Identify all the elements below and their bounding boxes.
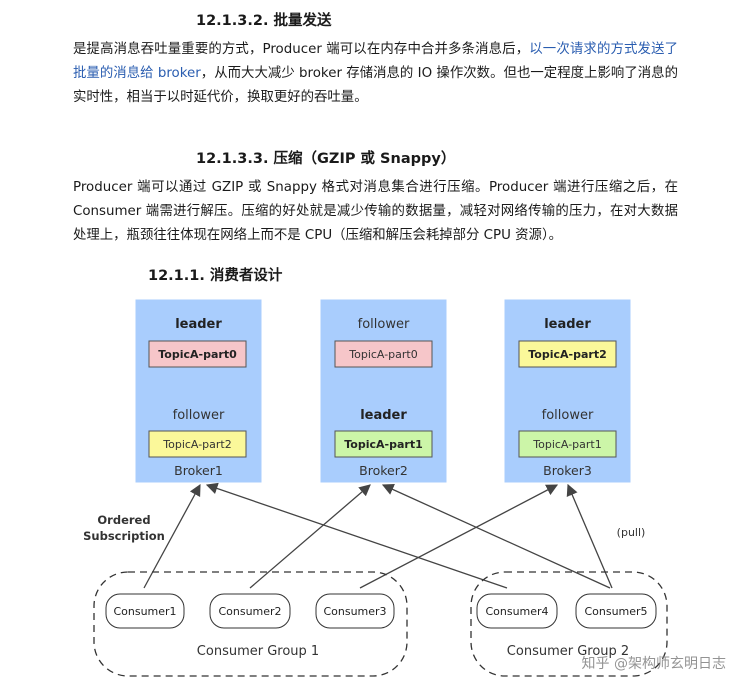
consumer-5-box — [575, 593, 657, 629]
broker-1-bottom-role: follower — [173, 408, 225, 423]
broker-3-bottom-topic: TopicA-part1 — [532, 438, 601, 451]
paragraph-compression: Producer 端可以通过 GZIP 或 Snappy 格式对消息集合进行压缩… — [73, 180, 678, 243]
broker-3: leader TopicA-part2 follower TopicA-part… — [504, 299, 631, 483]
pull-note: (pull) — [617, 526, 646, 539]
broker-2: follower TopicA-part0 leader TopicA-part… — [320, 299, 447, 483]
broker-3-bottom-role: follower — [542, 408, 594, 423]
broker-3-top-topic-box — [518, 340, 617, 368]
broker-2-top-topic: TopicA-part0 — [348, 348, 417, 361]
broker-1-top-role: leader — [175, 317, 222, 332]
consumer-3-box — [315, 593, 395, 629]
broker-3-label: Broker3 — [543, 463, 592, 478]
consumer-1-box — [105, 593, 185, 629]
broker-2-top-topic-box — [334, 340, 433, 368]
ordered-note-line1: Ordered — [97, 513, 150, 527]
arrow-consumer5-broker2 — [381, 484, 611, 589]
broker-1-top-topic: TopicA-part0 — [158, 348, 237, 361]
consumer-4-box — [476, 593, 558, 629]
consumer-group-2-box — [470, 571, 668, 677]
broker-1-bottom-topic: TopicA-part2 — [162, 438, 231, 451]
broker-1-bottom-topic-box — [148, 430, 247, 458]
kafka-consumer-diagram: leader TopicA-part0 follower TopicA-part… — [83, 299, 726, 677]
broker-3-top-role: leader — [544, 317, 591, 332]
consumer-5-label: Consumer5 — [584, 605, 647, 618]
consumer-3-label: Consumer3 — [323, 605, 386, 618]
consumer-2-box — [209, 593, 291, 629]
ordered-note-line2: Subscription — [83, 529, 165, 543]
arrow-consumer1-broker1 — [143, 483, 201, 589]
paragraph-batch-send: 是提高消息吞吐量重要的方式，Producer 端可以在内存中合并多条消息后，以一… — [73, 38, 678, 110]
consumer-4-label: Consumer4 — [485, 605, 548, 618]
broker-1-label: Broker1 — [174, 463, 223, 478]
consumer-group-1-box — [93, 571, 408, 677]
broker-2-bottom-role: leader — [360, 408, 407, 423]
broker-2-label: Broker2 — [359, 463, 408, 478]
batch-inline-link[interactable]: 以一次请求的方式发送了批量的消息给 broker — [73, 42, 679, 81]
consumers: Consumer1 Consumer2 Consumer3 Consumer4 … — [105, 593, 657, 629]
arrow-consumer2-broker2 — [249, 484, 371, 589]
zhihu-watermark: 知乎 @架构师玄明日志 — [582, 655, 726, 672]
broker-3-bottom-topic-box — [518, 430, 617, 458]
subscription-arrows — [143, 482, 613, 589]
arrow-consumer3-broker3 — [359, 484, 559, 589]
arrow-consumer5-broker3 — [566, 483, 613, 589]
section-heading-batch-send: 12.1.3.2. 批量发送 — [196, 13, 332, 29]
broker-3-top-topic: TopicA-part2 — [528, 348, 606, 361]
consumer-group-2-label: Consumer Group 2 — [507, 644, 629, 659]
broker-2-bottom-topic: TopicA-part1 — [344, 438, 422, 451]
consumer-2-label: Consumer2 — [218, 605, 281, 618]
consumer-group-1-label: Consumer Group 1 — [197, 644, 319, 659]
broker-1: leader TopicA-part0 follower TopicA-part… — [135, 299, 262, 483]
broker-2-top-role: follower — [358, 317, 410, 332]
batch-text-after-link: ，从而大大减少 broker 存储消息的 IO 操作次数。但也一定程度上影响了消… — [73, 66, 678, 105]
section-heading-consumer-design: 12.1.1. 消费者设计 — [148, 268, 283, 284]
consumer-1-label: Consumer1 — [113, 605, 176, 618]
broker-2-bottom-topic-box — [334, 430, 433, 458]
batch-text-before-link: 是提高消息吞吐量重要的方式，Producer 端可以在内存中合并多条消息后， — [73, 42, 530, 57]
broker-1-top-topic-box — [148, 340, 247, 368]
arrow-consumer4-broker1 — [205, 482, 508, 589]
section-heading-compression: 12.1.3.3. 压缩（GZIP 或 Snappy） — [196, 151, 456, 167]
